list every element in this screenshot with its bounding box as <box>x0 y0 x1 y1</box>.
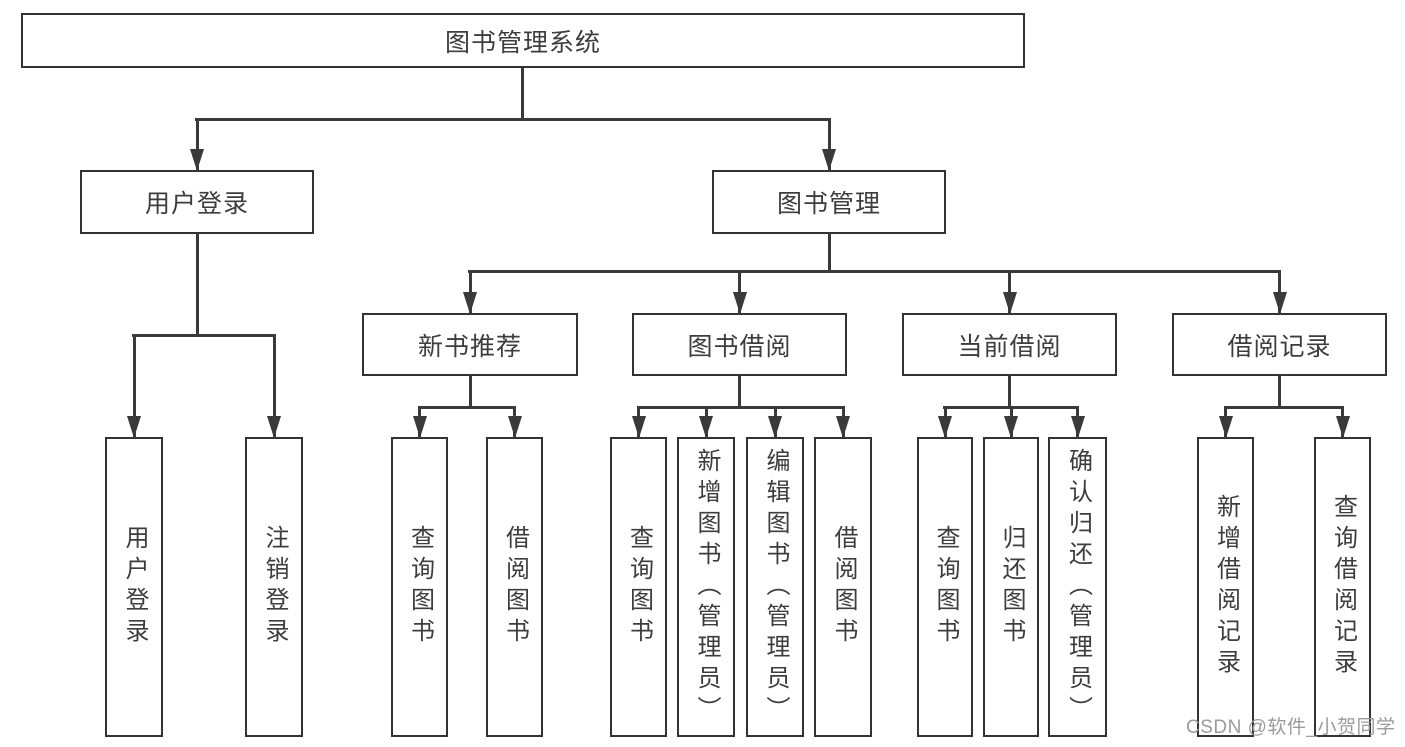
connector-arrow <box>637 406 640 438</box>
leaf-borrow-books-2: 借阅图书 <box>814 437 872 737</box>
connector-arrow <box>1341 406 1344 438</box>
connector-arrow <box>195 118 199 171</box>
node-user-login: 用户登录 <box>80 170 314 234</box>
leaf-query-books-2: 查询图书 <box>610 437 667 737</box>
connector-line <box>827 233 831 273</box>
leaf-label: 确认归还（管理员） <box>1064 447 1092 727</box>
leaf-label: 用户登录 <box>121 525 148 649</box>
connector-line <box>195 118 831 121</box>
leaf-label: 查询图书 <box>625 525 653 649</box>
connector-line <box>1278 375 1281 409</box>
leaf-label: 归还图书 <box>998 525 1025 649</box>
connector-line <box>418 406 516 409</box>
connector-arrow <box>132 334 136 438</box>
connector-line <box>1224 406 1343 409</box>
connector-arrow <box>827 118 831 171</box>
connector-arrow <box>1076 406 1079 438</box>
leaf-label: 新增图书（管理员） <box>693 447 720 727</box>
leaf-label: 新增借阅记录 <box>1212 494 1240 680</box>
leaf-add-book-admin: 新增图书（管理员） <box>677 437 735 737</box>
leaf-label: 编辑图书（管理员） <box>762 447 789 727</box>
connector-line <box>132 334 276 337</box>
leaf-logout: 注销登录 <box>245 437 303 737</box>
connector-arrow <box>704 406 708 438</box>
connector-arrow <box>773 406 777 438</box>
leaf-query-borrow-record: 查询借阅记录 <box>1314 437 1371 737</box>
leaf-label: 查询图书 <box>406 525 434 649</box>
leaf-query-books-1: 查询图书 <box>391 437 448 737</box>
csdn-watermark: CSDN @软件_小贺同学 <box>1186 717 1396 738</box>
node-library-management-system: 图书管理系统 <box>21 13 1025 68</box>
node-book-management: 图书管理 <box>712 170 946 234</box>
connector-arrow <box>841 406 845 438</box>
connector-arrow <box>1008 270 1011 314</box>
connector-line <box>1008 375 1011 409</box>
connector-arrow <box>1009 406 1013 438</box>
leaf-user-login: 用户登录 <box>105 437 163 737</box>
connector-arrow <box>738 270 741 314</box>
leaf-add-borrow-record: 新增借阅记录 <box>1197 437 1254 737</box>
node-current-borrowing: 当前借阅 <box>902 313 1117 376</box>
connector-arrow <box>468 270 472 314</box>
connector-line <box>195 233 199 337</box>
node-new-book-recommendation: 新书推荐 <box>362 313 578 376</box>
leaf-label: 查询图书 <box>932 525 959 649</box>
leaf-return-books: 归还图书 <box>983 437 1039 737</box>
leaf-query-books-3: 查询图书 <box>917 437 973 737</box>
connector-arrow <box>272 334 276 438</box>
connector-line <box>637 406 844 409</box>
leaf-confirm-return-admin: 确认归还（管理员） <box>1048 437 1107 737</box>
leaf-label: 借阅图书 <box>830 525 857 649</box>
connector-arrow <box>1224 406 1227 438</box>
connector-line <box>468 270 1281 273</box>
node-book-borrowing: 图书借阅 <box>632 313 847 376</box>
connector-arrow <box>418 406 421 438</box>
connector-line <box>738 375 741 409</box>
connector-arrow <box>1278 270 1281 314</box>
connector-line <box>521 68 524 121</box>
leaf-label: 查询借阅记录 <box>1329 494 1357 680</box>
leaf-label: 注销登录 <box>261 525 288 649</box>
node-borrowing-records: 借阅记录 <box>1172 313 1387 376</box>
connector-arrow <box>943 406 947 438</box>
connector-arrow <box>513 406 516 438</box>
leaf-borrow-books-1: 借阅图书 <box>486 437 543 737</box>
connector-line <box>468 375 472 409</box>
leaf-edit-book-admin: 编辑图书（管理员） <box>746 437 804 737</box>
leaf-label: 借阅图书 <box>501 525 529 649</box>
